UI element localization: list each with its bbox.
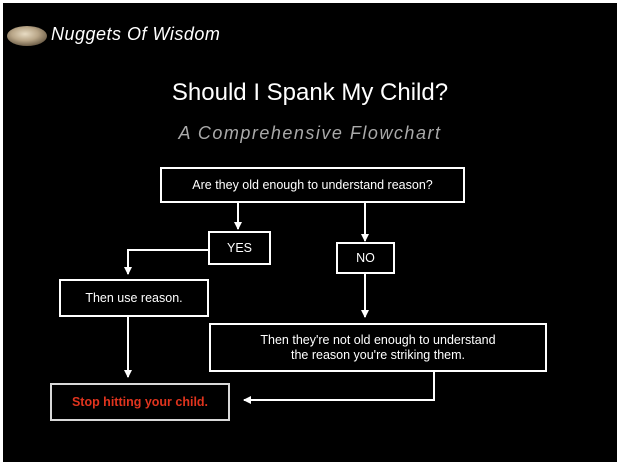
arrow-yes-to-use-reason	[124, 249, 210, 275]
slide-title: Should I Spank My Child?	[171, 79, 449, 106]
question-box: Are they old enough to understand reason…	[160, 167, 465, 203]
oval-stone-logo-icon	[7, 26, 47, 46]
flowchart-connectors	[124, 202, 435, 404]
conclusion-box: Stop hitting your child.	[50, 383, 230, 421]
no-box: NO	[336, 242, 395, 274]
slide-subtitle: A Comprehensive Flowchart	[178, 123, 442, 143]
brand-title: Nuggets Of Wisdom	[51, 24, 221, 44]
use-reason-box: Then use reason.	[59, 279, 209, 317]
slide: Nuggets Of Wisdom Should I Spank My Chil…	[3, 3, 617, 462]
not-old-enough-box: Then they're not old enough to understan…	[209, 323, 547, 372]
arrow-not-old-enough-to-conclusion	[243, 371, 435, 404]
yes-box: YES	[208, 231, 271, 265]
